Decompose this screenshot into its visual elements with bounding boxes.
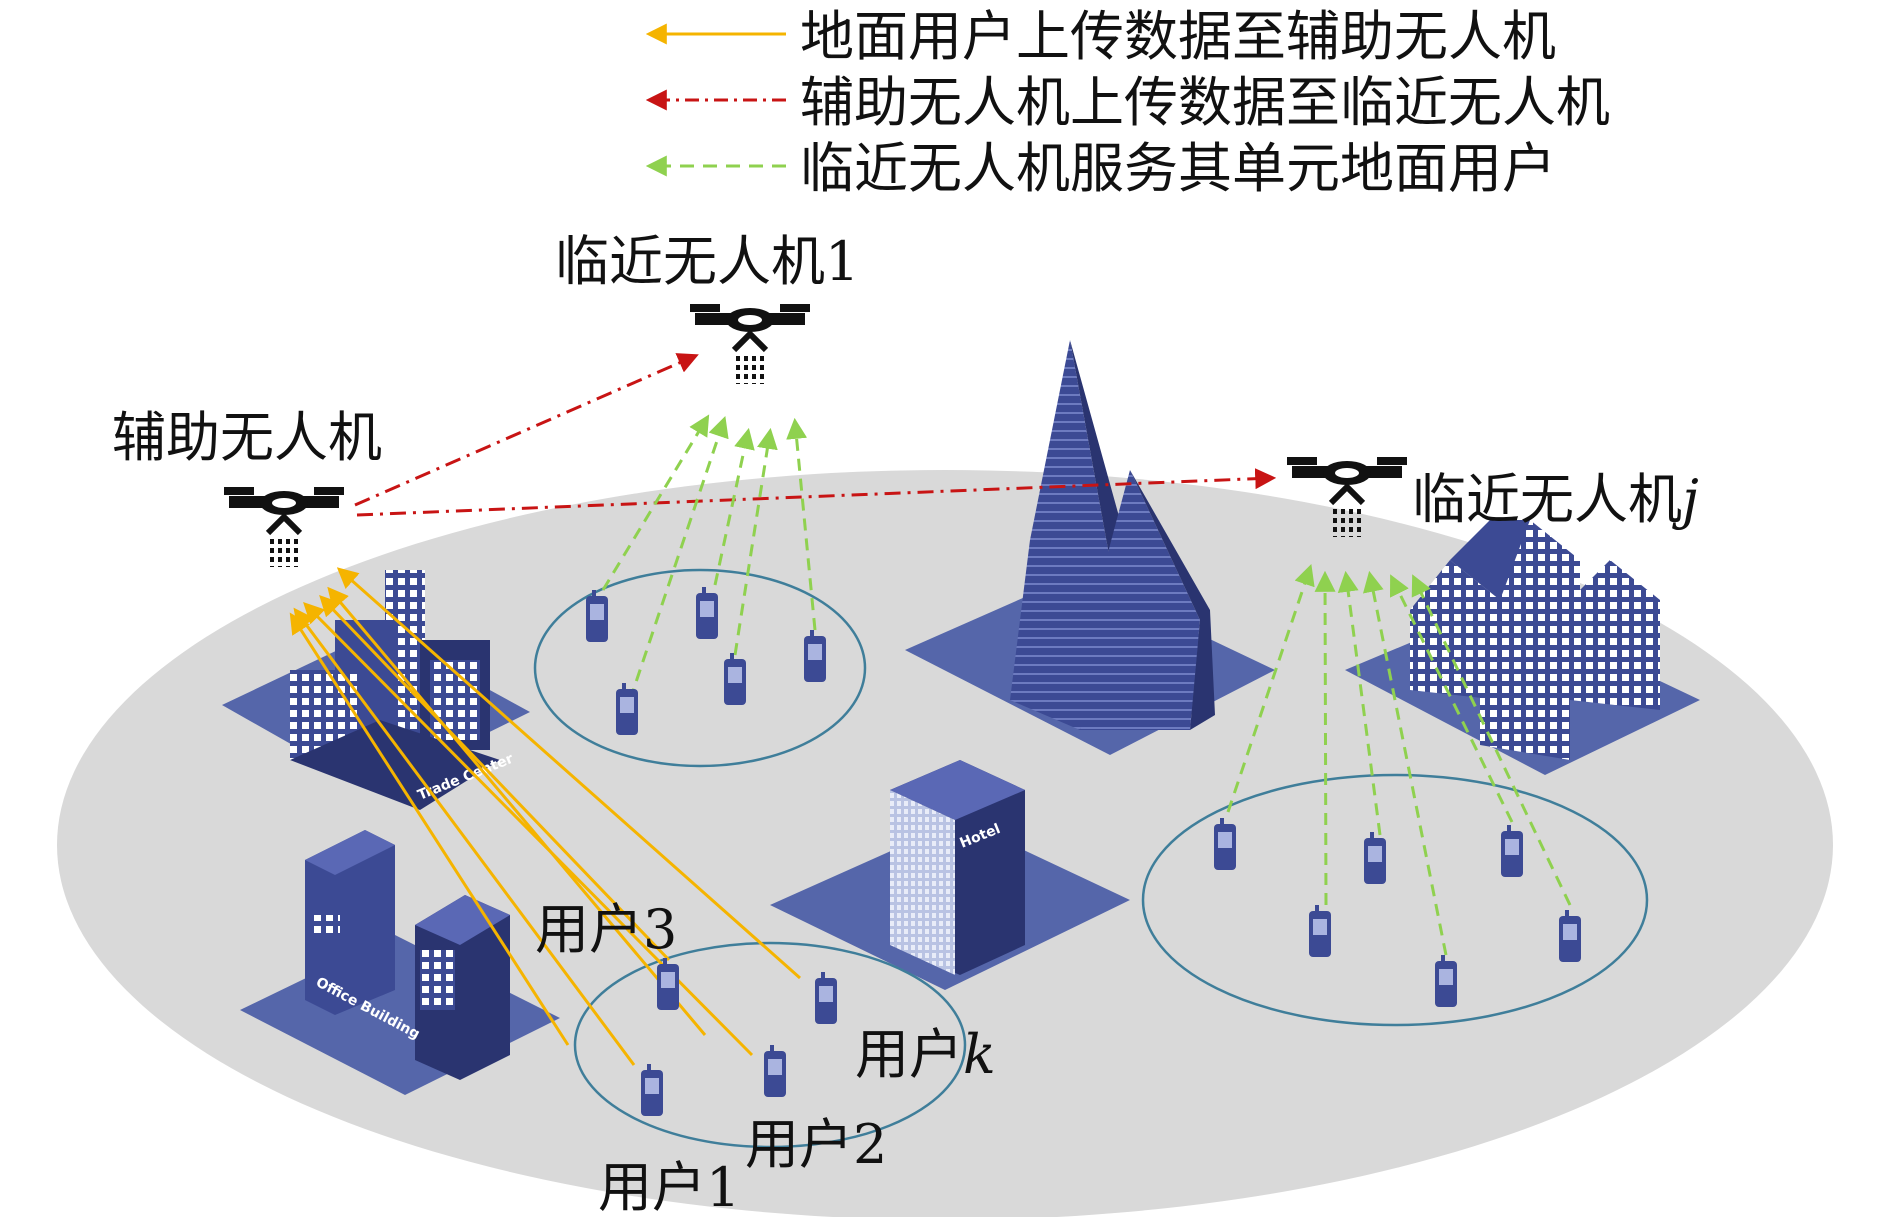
label-near-uav-1: 临近无人机1: [555, 230, 860, 293]
uplink-arrow: [293, 607, 636, 1066]
label-near-uav-j: 临近无人机j: [1412, 470, 1699, 530]
label-user-1: 用户1: [598, 1156, 741, 1219]
cluster-1-user-phone-icon: [696, 587, 718, 639]
service-arrow-cluster-j: [1314, 570, 1336, 906]
service-arrow-cluster-j: [1337, 570, 1382, 836]
hotel-building: Hotel: [890, 760, 1025, 975]
uplink-arrow: [327, 586, 707, 1036]
cluster-1-user-phone-icon: [804, 630, 826, 682]
uplink-arrow: [319, 594, 671, 962]
cluster-j-user-phone-icon: [1364, 832, 1386, 884]
label-near-uav-j-text: 临近无人机: [1412, 468, 1682, 531]
label-user-2: 用户2: [745, 1113, 888, 1176]
cluster-1-user-phone-icon: [616, 683, 638, 735]
service-arrow-cluster-1: [601, 414, 710, 591]
cluster-1-user-phone-icon: [724, 653, 746, 705]
service-arrow-cluster-j: [1411, 574, 1572, 906]
cluster-j-user-phone-icon: [1559, 910, 1581, 962]
service-arrow-cluster-j: [1226, 564, 1315, 813]
legend-line-service: [645, 155, 786, 177]
legend-line-relay: [645, 89, 786, 111]
legend-line-uplink: [645, 23, 786, 45]
legend-label-service: 临近无人机服务其单元地面用户: [800, 137, 1556, 200]
relay-arrow-to-near-uav-1: [354, 353, 699, 507]
cluster-helper: [573, 941, 967, 1149]
cluster-1-user-phone-icon: [586, 590, 608, 642]
label-helper-uav: 辅助无人机: [112, 406, 382, 469]
near-uav-1-icon: [690, 304, 810, 384]
label-user-3: 用户3: [535, 898, 678, 961]
uplink-arrow: [289, 612, 570, 1046]
label-user-k-text: 用户: [855, 1023, 963, 1086]
skyscraper: [1010, 340, 1215, 730]
residential-buildings: [1410, 520, 1660, 760]
service-arrow-cluster-1: [786, 417, 817, 631]
uplink-arrow: [336, 567, 801, 980]
relay-arrow-to-near-uav-j: [356, 468, 1277, 517]
cluster-1: [533, 568, 867, 768]
cluster-j-user-phone-icon: [1214, 818, 1236, 870]
cluster-j-user-phone-icon: [1309, 905, 1331, 957]
label-near-uav-j-index: j: [1682, 468, 1699, 531]
helper-cluster-user-phone-icon: [815, 972, 837, 1024]
helper-cluster-user-phone-icon: [764, 1045, 786, 1097]
near-uav-j-icon: [1287, 457, 1407, 537]
label-user-k-index: k: [963, 1023, 996, 1086]
service-arrow-cluster-1: [628, 416, 729, 701]
helper-uav-icon: [224, 487, 344, 567]
legend-label-uplink: 地面用户上传数据至辅助无人机: [800, 5, 1556, 68]
cluster-j: [1141, 773, 1649, 1027]
label-user-k: 用户k: [855, 1025, 996, 1085]
helper-cluster-user-phone-icon: [641, 1064, 663, 1116]
cluster-j-user-phone-icon: [1435, 955, 1457, 1007]
service-arrow-cluster-j: [1362, 570, 1448, 956]
service-arrow-cluster-1: [713, 427, 755, 586]
helper-cluster-user-phone-icon: [657, 958, 679, 1010]
cluster-j-user-phone-icon: [1501, 825, 1523, 877]
service-arrow-cluster-1: [733, 427, 778, 656]
service-arrow-cluster-j: [1389, 574, 1514, 823]
legend-label-relay: 辅助无人机上传数据至临近无人机: [800, 71, 1610, 134]
